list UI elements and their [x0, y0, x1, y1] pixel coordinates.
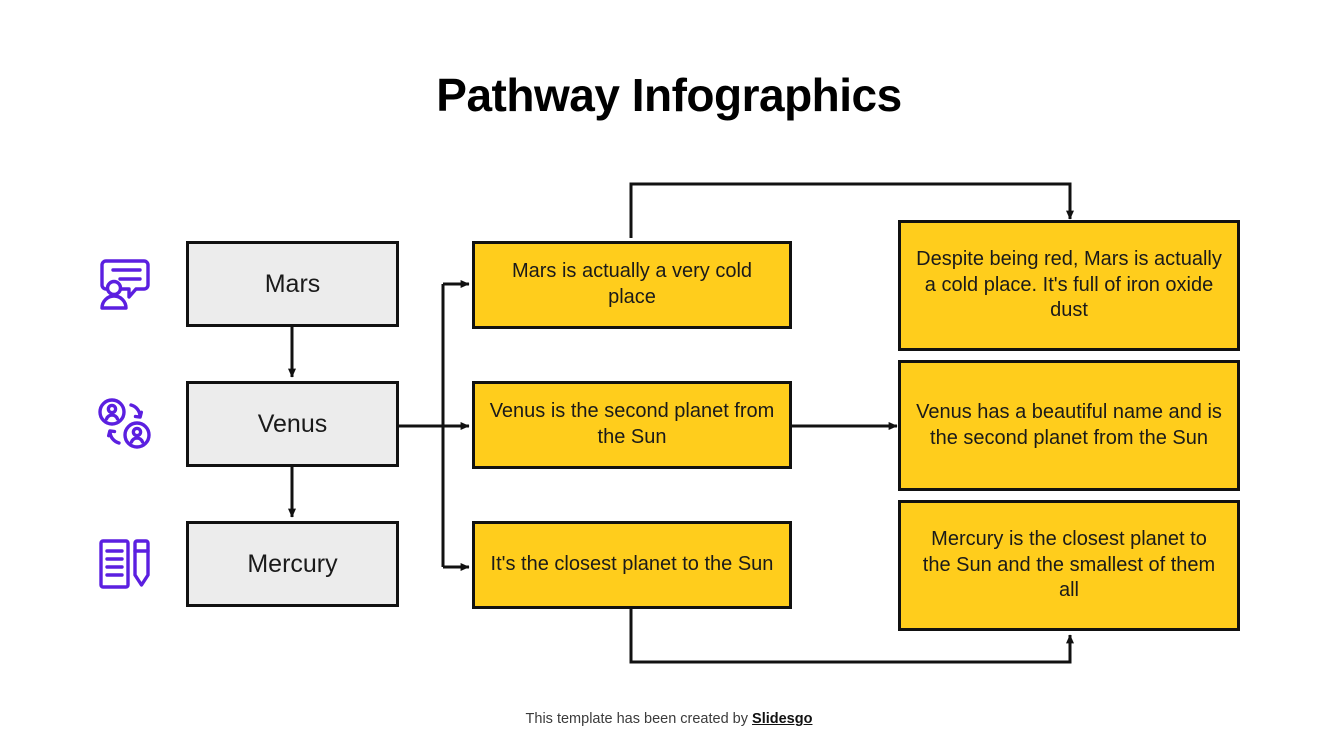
slidesgo-link[interactable]: Slidesgo	[752, 711, 813, 727]
users-exchange-icon	[96, 395, 154, 453]
stage-label: Venus	[257, 410, 328, 438]
stage-box-mercury[interactable]: Mercury	[186, 521, 399, 607]
description-text: Venus has a beautiful name and is the se…	[916, 400, 1222, 449]
detail-box-mercury[interactable]: It's the closest planet to the Sun	[472, 521, 792, 609]
page-title: Pathway Infographics	[436, 69, 902, 121]
person-message-icon	[96, 255, 154, 313]
description-text: Despite being red, Mars is actually a co…	[916, 248, 1222, 322]
detail-text: Venus is the second planet from the Sun	[489, 400, 775, 448]
description-box-mars[interactable]: Despite being red, Mars is actually a co…	[898, 220, 1240, 351]
stage-label: Mars	[264, 270, 321, 298]
description-box-venus[interactable]: Venus has a beautiful name and is the se…	[898, 360, 1240, 491]
document-pencil-icon	[96, 535, 154, 593]
stage-box-mars[interactable]: Mars	[186, 241, 399, 327]
detail-box-mars[interactable]: Mars is actually a very cold place	[472, 241, 792, 329]
footer-credit: This template has been created by Slides…	[0, 711, 1338, 727]
detail-box-venus[interactable]: Venus is the second planet from the Sun	[472, 381, 792, 469]
description-box-mercury[interactable]: Mercury is the closest planet to the Sun…	[898, 500, 1240, 631]
description-text: Mercury is the closest planet to the Sun…	[922, 528, 1216, 602]
stage-label: Mercury	[247, 550, 338, 578]
detail-text: It's the closest planet to the Sun	[490, 553, 774, 576]
footer-text: This template has been created by	[525, 711, 753, 727]
stage-box-venus[interactable]: Venus	[186, 381, 399, 467]
detail-text: Mars is actually a very cold place	[511, 260, 753, 308]
